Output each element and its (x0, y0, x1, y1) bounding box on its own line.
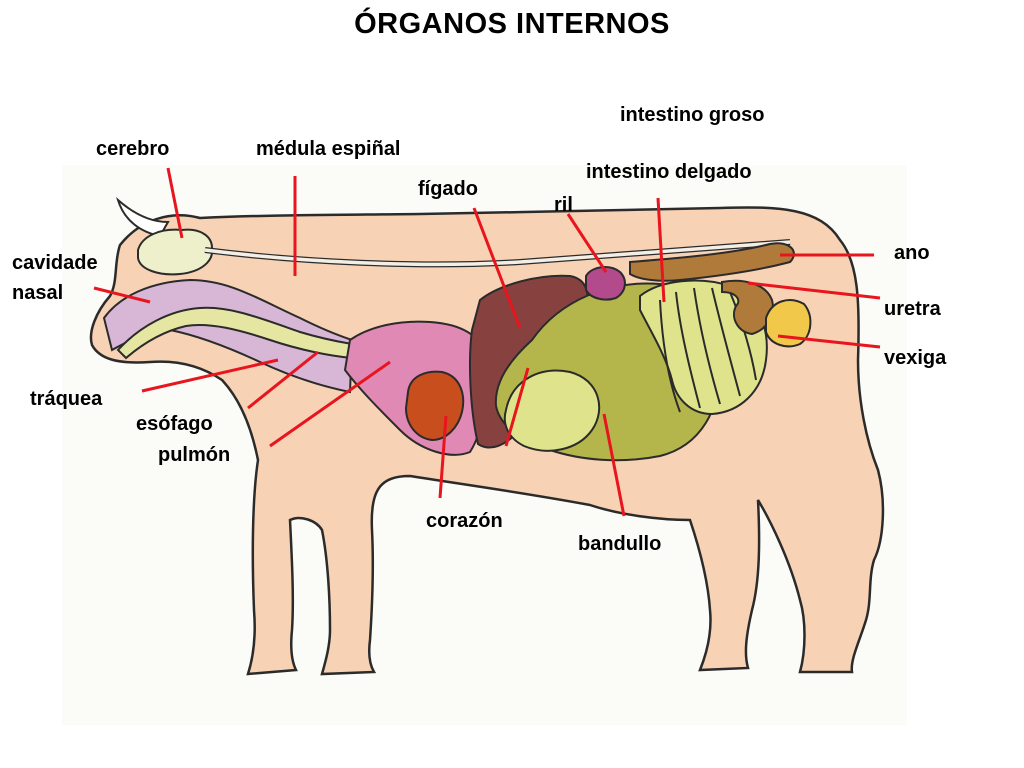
label-ano: ano (894, 242, 930, 264)
leader-line-corazon (438, 415, 448, 499)
label-esofago: esófago (136, 413, 213, 435)
label-traquea: tráquea (30, 388, 103, 410)
bladder-organ (765, 299, 812, 348)
label-cerebro: cerebro (96, 138, 170, 160)
intestine-loop (503, 369, 601, 452)
label-intestino-groso: intestino groso (620, 104, 765, 126)
label-medula-espinal: médula espiñal (256, 138, 401, 160)
brain-organ (137, 228, 214, 276)
leader-line-esofago (247, 350, 319, 410)
page-title: ÓRGANOS INTERNOS (354, 8, 670, 40)
leader-line-intestino-delgado (656, 197, 666, 303)
leader-line-figado (472, 207, 522, 329)
leader-line-pulmon (269, 360, 391, 448)
large-intestine-organ (629, 242, 795, 282)
leader-line-stomach-cross (504, 367, 530, 447)
label-corazon: corazón (426, 510, 503, 532)
spinal-cord-inner (204, 240, 791, 267)
label-bandullo: bandullo (578, 533, 662, 555)
label-cavidade: cavidade (12, 252, 98, 274)
label-figado: fígado (418, 178, 478, 200)
leader-lines (93, 167, 881, 517)
label-nasal: nasal (12, 282, 64, 304)
rectum-loop (721, 279, 774, 336)
leader-line-traquea (141, 358, 279, 393)
leader-line-ril (566, 213, 608, 273)
label-vexiga: vexiga (884, 347, 947, 369)
label-uretra: uretra (884, 298, 941, 320)
horn (116, 196, 170, 238)
leader-line-cerebro (166, 167, 184, 239)
label-pulmon: pulmón (158, 444, 231, 466)
label-ril: ril (554, 194, 573, 216)
heart-organ (404, 370, 465, 442)
leader-line-bandullo (602, 413, 626, 517)
label-intestino-delgado: intestino delgado (586, 161, 752, 183)
leader-line-uretra (747, 281, 881, 300)
leader-line-vexiga (777, 334, 881, 349)
leader-line-cavidade (93, 286, 151, 304)
